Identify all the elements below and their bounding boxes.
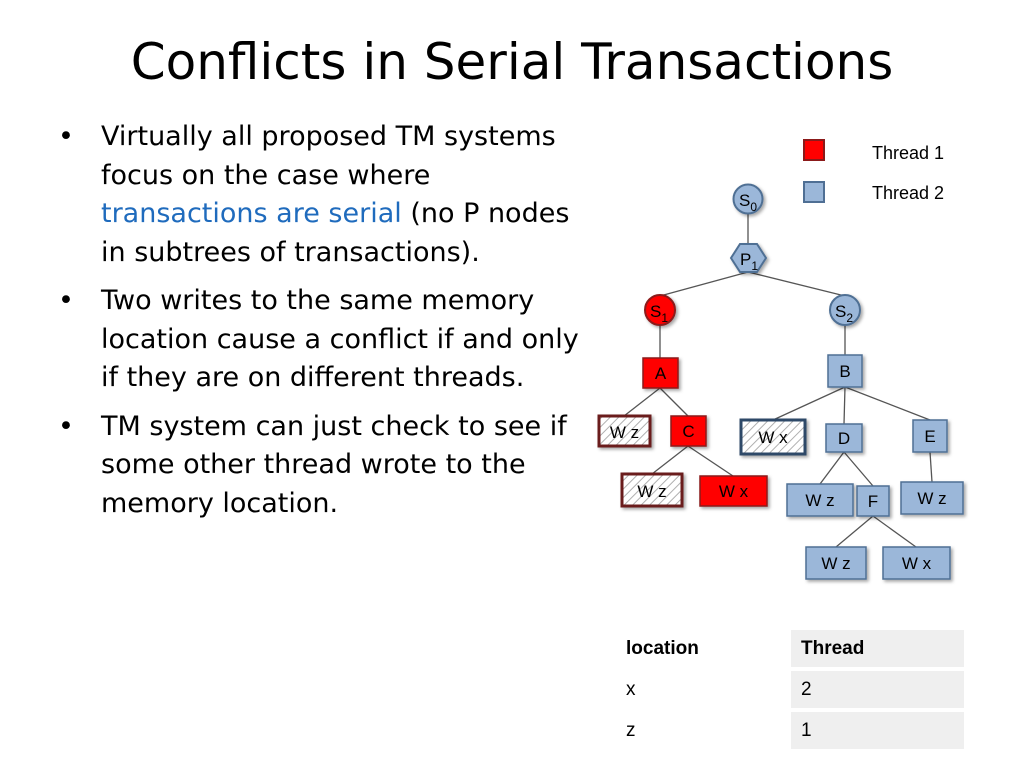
svg-text:W x: W x xyxy=(758,428,788,447)
svg-text:E: E xyxy=(924,427,935,446)
table-row: z 1 xyxy=(616,712,964,749)
bullet-icon: • xyxy=(58,121,74,152)
tree-node-wz-4: W z xyxy=(900,481,964,515)
table-cell-thread: 1 xyxy=(791,712,964,749)
svg-text:W z: W z xyxy=(805,491,834,510)
svg-text:W z: W z xyxy=(637,482,666,501)
location-thread-table: location Thread x 2 z 1 xyxy=(616,626,964,753)
tree-node-wz-5: W z xyxy=(805,546,867,580)
tree-node-wx-2: W x xyxy=(739,418,807,456)
svg-text:F: F xyxy=(868,492,878,511)
tree-node-wz-3: W z xyxy=(786,483,854,517)
bullet-icon: • xyxy=(58,285,74,316)
tree-node-wz-1: W z xyxy=(597,414,652,448)
tree-node-a: A xyxy=(642,357,679,389)
legend-thread2-swatch xyxy=(803,181,825,203)
tree-node-s1: S1 xyxy=(644,294,676,326)
svg-text:W z: W z xyxy=(821,554,850,573)
svg-text:W x: W x xyxy=(719,482,749,501)
table-cell-location: x xyxy=(626,678,636,700)
bullet-3-text: TM system can just check to see if some … xyxy=(101,410,567,519)
table-header-row: location Thread xyxy=(616,630,964,667)
bullet-item-2: • Two writes to the same memory location … xyxy=(58,282,598,398)
slide-title: Conflicts in Serial Transactions xyxy=(130,33,894,91)
bullet-1-text-b: (no P nodes in subtrees of transactions)… xyxy=(101,198,570,268)
legend-thread1-swatch xyxy=(803,139,825,161)
tree-node-p1: P1 xyxy=(729,243,768,273)
tree-node-b: B xyxy=(827,354,863,388)
table-header-location: location xyxy=(626,637,699,659)
tree-node-s0: S0 xyxy=(732,183,764,215)
bullet-list: • Virtually all proposed TM systems focus… xyxy=(58,118,598,533)
bullet-item-3: • TM system can just check to see if some… xyxy=(58,408,598,524)
svg-text:S0: S0 xyxy=(739,191,757,214)
svg-text:C: C xyxy=(682,422,694,441)
bullet-item-1: • Virtually all proposed TM systems focus… xyxy=(58,118,598,272)
tree-node-d: D xyxy=(825,423,863,453)
tree-node-c: C xyxy=(670,415,707,447)
legend-thread1-label: Thread 1 xyxy=(872,143,945,163)
tree-node-s2: S2 xyxy=(829,294,861,326)
svg-text:B: B xyxy=(839,362,850,381)
tree-node-e: E xyxy=(912,419,948,453)
bullet-2-text: Two writes to the same memory location c… xyxy=(101,285,579,393)
table-cell-location: z xyxy=(626,719,636,741)
bullet-icon: • xyxy=(58,410,74,442)
tree-node-wx-1: W x xyxy=(699,475,768,507)
svg-text:S2: S2 xyxy=(835,302,853,325)
tree-node-f: F xyxy=(856,485,890,517)
svg-text:P1: P1 xyxy=(740,250,758,273)
svg-text:D: D xyxy=(838,429,850,448)
bullet-1-highlight: transactions are serial xyxy=(101,198,402,229)
table-row: x 2 xyxy=(616,671,964,708)
table-header-thread: Thread xyxy=(791,630,964,667)
legend-thread2-label: Thread 2 xyxy=(872,183,945,203)
svg-text:W x: W x xyxy=(902,554,932,573)
tree-node-wz-2: W z xyxy=(620,472,684,508)
svg-text:W z: W z xyxy=(917,489,946,508)
svg-text:A: A xyxy=(655,364,667,383)
table-cell-thread: 2 xyxy=(791,671,964,708)
tree-edges xyxy=(623,213,933,548)
svg-text:S1: S1 xyxy=(650,302,668,325)
tree-node-wx-3: W x xyxy=(882,546,951,580)
svg-text:W z: W z xyxy=(610,423,639,442)
bullet-1-text-a: Virtually all proposed TM systems focus … xyxy=(101,121,556,191)
